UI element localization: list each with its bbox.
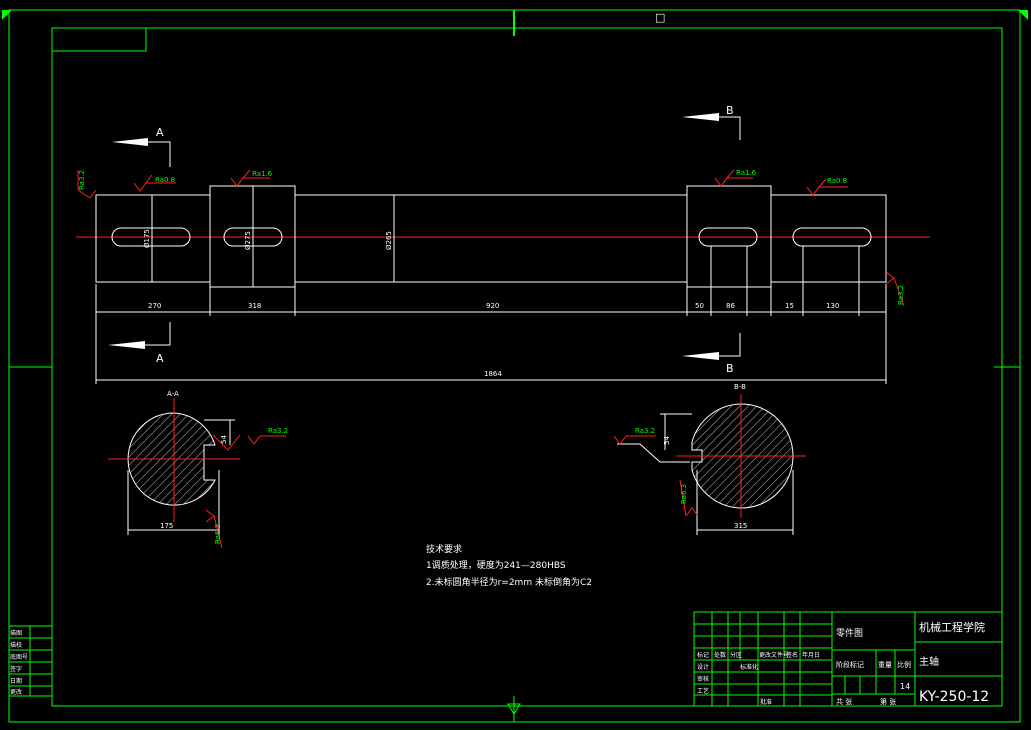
drawing-number: KY-250-12: [919, 689, 989, 705]
keyway-1: [111, 227, 191, 247]
section-a-bottom: A: [108, 322, 171, 365]
notes-line-1: 1调质处理，硬度为241—280HBS: [426, 559, 566, 571]
dim-seg-3: 920: [486, 302, 499, 310]
svg-text:Ra3.2: Ra3.2: [635, 427, 655, 435]
svg-text:A: A: [156, 352, 164, 365]
svg-text:年月日: 年月日: [802, 651, 820, 659]
dim-dia-2: Ø275: [244, 231, 252, 250]
corner-arrow-left-icon: [2, 10, 12, 20]
dim-seg-2: 318: [248, 302, 261, 310]
shaft-seg-3: [294, 194, 688, 283]
svg-text:签字: 签字: [10, 665, 22, 673]
section-a-title: A-A: [167, 390, 179, 398]
dim-seg-5a: 15: [785, 302, 794, 310]
svg-text:B: B: [726, 104, 734, 117]
svg-text:底图号: 底图号: [10, 653, 28, 661]
corner-label-box: [51, 27, 147, 52]
shaft-seg-5: [770, 194, 887, 283]
dim-a-width: 175: [160, 522, 173, 530]
side-table: 描图 描校 底图号 签字 日期 更改: [8, 625, 53, 697]
svg-text:日期: 日期: [10, 677, 22, 685]
keyway-3: [698, 227, 758, 247]
roughness-a-key: Ra3.2: [212, 427, 288, 451]
roughness-right-end: Ra3.2: [885, 271, 905, 307]
svg-text:设计: 设计: [697, 663, 709, 671]
section-b-bottom: B: [682, 333, 741, 375]
arrow-a-top-icon: [112, 138, 148, 146]
dim-dia-3: Ø265: [385, 231, 393, 250]
dim-seg-4a: 50: [695, 302, 704, 310]
svg-text:标准化: 标准化: [740, 663, 758, 671]
roughness-seg-5: Ra0.8: [806, 177, 848, 196]
section-a-a: A-A 175 54 Ra3.2 Ra6.3: [108, 390, 288, 549]
arrow-a-bottom-icon: [108, 341, 145, 349]
qty-value: 14: [900, 682, 910, 691]
bottom-center-triangle: [507, 703, 521, 715]
restore-glyph[interactable]: □: [655, 11, 665, 24]
svg-text:Ra1.6: Ra1.6: [252, 170, 273, 178]
svg-text:Ra0.8: Ra0.8: [827, 177, 847, 185]
svg-text:Ra6.3: Ra6.3: [680, 484, 688, 504]
svg-text:分区: 分区: [730, 651, 742, 659]
svg-text:B: B: [726, 362, 734, 375]
svg-text:更改: 更改: [10, 688, 22, 696]
dim-row: [95, 246, 887, 384]
dim-total: 1864: [484, 370, 502, 378]
notes-title: 技术要求: [426, 543, 462, 555]
dim-a-depth: 54: [220, 435, 228, 444]
section-a-top: A: [112, 126, 171, 167]
svg-text:工艺: 工艺: [697, 687, 709, 695]
svg-text:审核: 审核: [697, 675, 709, 683]
svg-text:共 张: 共 张: [836, 697, 852, 706]
section-b-title: B-B: [734, 383, 746, 391]
svg-text:Ra0.8: Ra0.8: [155, 176, 175, 184]
svg-text:阶段标记: 阶段标记: [836, 660, 864, 669]
roughness-left-end: Ra3.2: [77, 170, 97, 199]
arrow-b-top-icon: [682, 113, 719, 121]
roughness-b-bottom: Ra6.3: [679, 479, 699, 517]
dim-seg-5b: 130: [826, 302, 839, 310]
dim-dia-1: Ø175: [143, 229, 151, 248]
svg-text:Ra3.2: Ra3.2: [897, 285, 905, 305]
dim-seg-1: 270: [148, 302, 161, 310]
top-strip: [0, 0, 1031, 10]
outer-border: [8, 9, 1021, 723]
section-b-top: B: [682, 104, 741, 140]
svg-text:描校: 描校: [10, 641, 22, 649]
roughness-seg-4: Ra1.6: [714, 169, 757, 187]
svg-text:Ra1.6: Ra1.6: [736, 169, 757, 177]
roughness-seg-2: Ra1.6: [230, 169, 273, 187]
technical-notes: 技术要求 1调质处理，硬度为241—280HBS 2.未标圆角半径为r=2mm …: [426, 543, 592, 588]
inner-border: [51, 27, 1003, 707]
svg-text:重量: 重量: [878, 661, 892, 669]
roughness-seg-1: Ra0.8: [133, 174, 176, 192]
keyway-4: [792, 227, 872, 247]
svg-text:A: A: [156, 126, 164, 139]
svg-text:比例: 比例: [897, 660, 911, 669]
shaft-seg-1: [95, 194, 211, 283]
dim-b-width: 315: [734, 522, 747, 530]
svg-text:描图: 描图: [10, 629, 22, 637]
roughness-b-key: Ra3.2: [613, 427, 690, 463]
svg-text:Ra3.2: Ra3.2: [268, 427, 288, 435]
dim-seg-4b: 86: [726, 302, 735, 310]
svg-text:标记: 标记: [697, 651, 709, 659]
svg-text:第 张: 第 张: [880, 697, 896, 706]
dim-b-depth: 54: [663, 436, 671, 445]
svg-text:Ra3.2: Ra3.2: [78, 170, 86, 190]
svg-text:更改文件号: 更改文件号: [759, 651, 789, 659]
svg-text:处数: 处数: [714, 651, 726, 659]
section-b-b: B-B 54 315 Ra3.2 Ra6.3: [613, 383, 806, 535]
arrow-b-bottom-icon: [682, 352, 719, 360]
drawing-name: 零件图: [836, 627, 863, 639]
svg-text:签名: 签名: [786, 651, 798, 659]
roughness-a-bottom: Ra6.3: [205, 509, 223, 549]
title-block: 标记 处数 分区 更改文件号 签名 年月日 设计 标准化 审核 工艺 批准 零件…: [693, 611, 1003, 707]
svg-text:批准: 批准: [760, 698, 772, 706]
svg-text:Ra6.3: Ra6.3: [214, 524, 222, 544]
notes-line-2: 2.未标圆角半径为r=2mm 未标倒角为C2: [426, 576, 592, 588]
part-name: 主轴: [919, 655, 939, 668]
school-name: 机械工程学院: [919, 620, 985, 634]
